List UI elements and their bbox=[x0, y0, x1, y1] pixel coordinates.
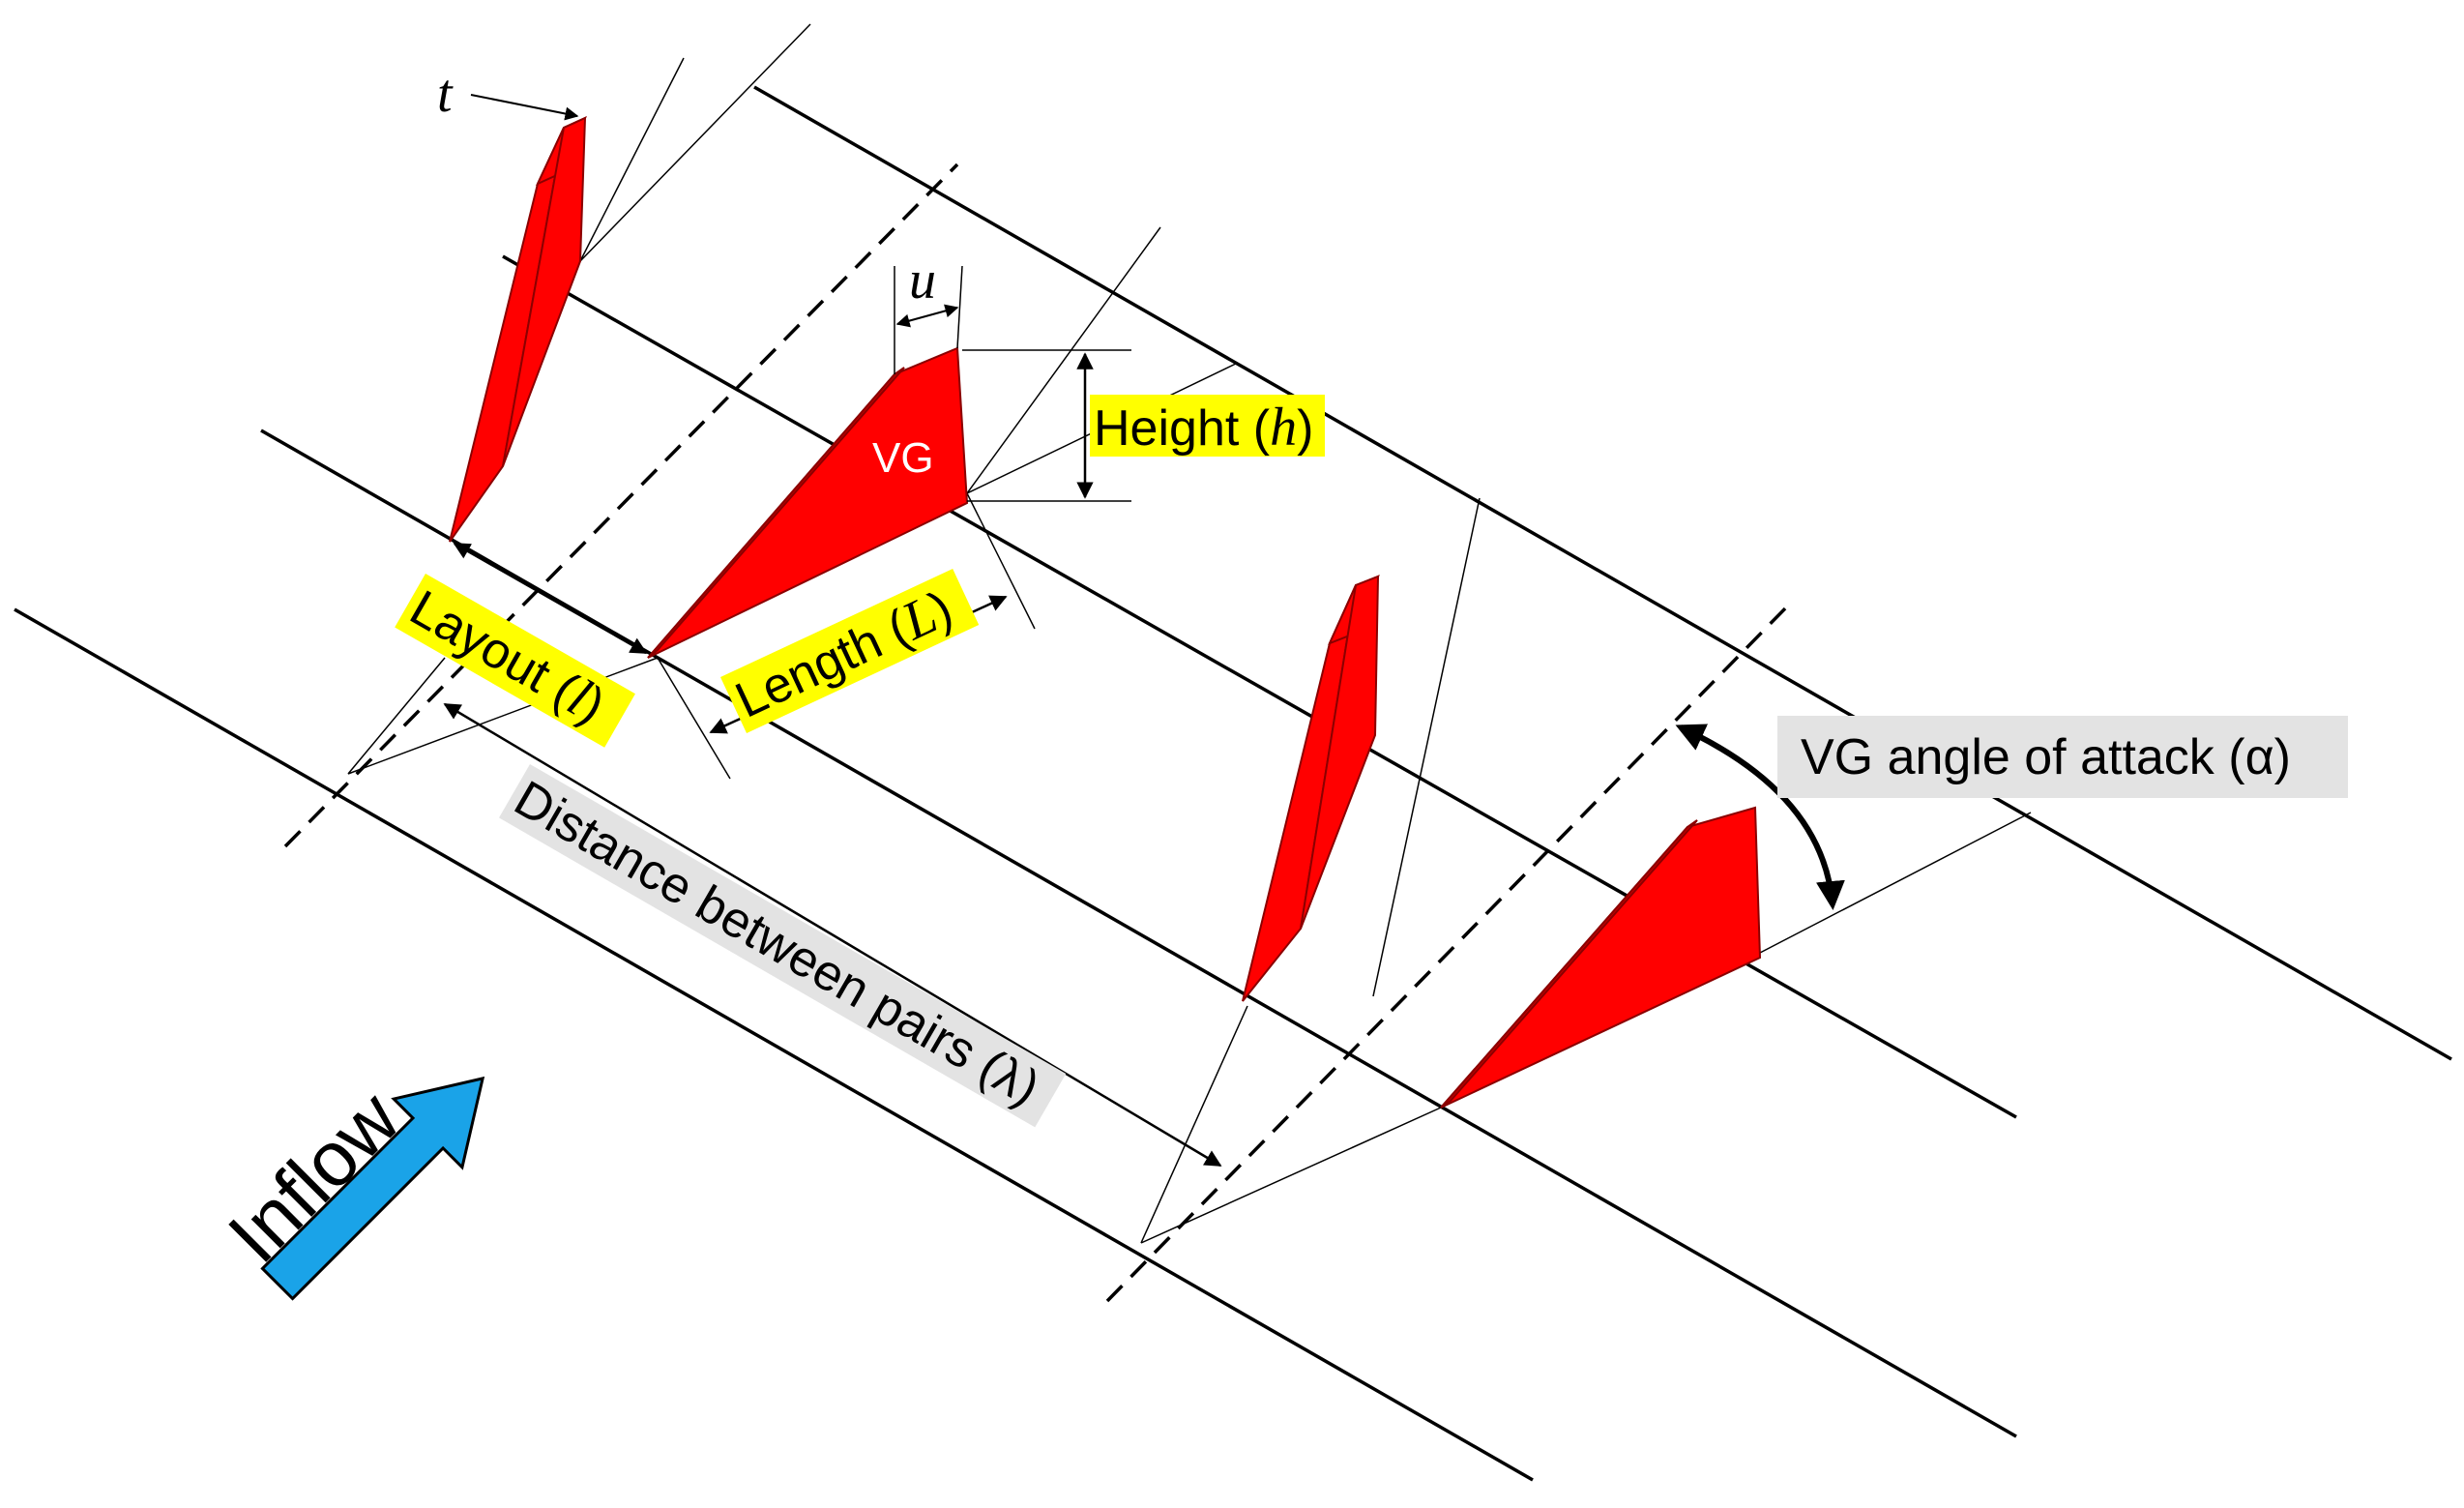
svg-text:u: u bbox=[909, 251, 936, 310]
svg-text:Layout (l): Layout (l) bbox=[400, 577, 615, 736]
vane-1 bbox=[449, 115, 588, 543]
svg-text:Height (h): Height (h) bbox=[1094, 398, 1313, 458]
dashed-reference-lines bbox=[283, 163, 1791, 1303]
construction-lines bbox=[347, 23, 2032, 1244]
thickness-annotation: t bbox=[437, 64, 579, 124]
distance-annotation: Distance between pairs (λ) bbox=[443, 702, 1222, 1168]
height-annotation: Height (h) bbox=[962, 349, 1325, 502]
inflow-arrow bbox=[260, 1076, 485, 1301]
svg-text:Distance between pairs (λ): Distance between pairs (λ) bbox=[505, 770, 1048, 1116]
layout-annotation: Layout (l) bbox=[395, 542, 648, 748]
angle-of-attack-annotation: VG angle of attack (α) bbox=[1675, 716, 2348, 910]
svg-text:t: t bbox=[437, 64, 454, 124]
vane-4 bbox=[1440, 806, 1762, 1109]
vg-label: VG bbox=[872, 434, 934, 482]
svg-text:VG angle of attack (α): VG angle of attack (α) bbox=[1801, 729, 2291, 785]
vane-3 bbox=[1242, 575, 1380, 1002]
width-annotation: u bbox=[894, 251, 963, 374]
